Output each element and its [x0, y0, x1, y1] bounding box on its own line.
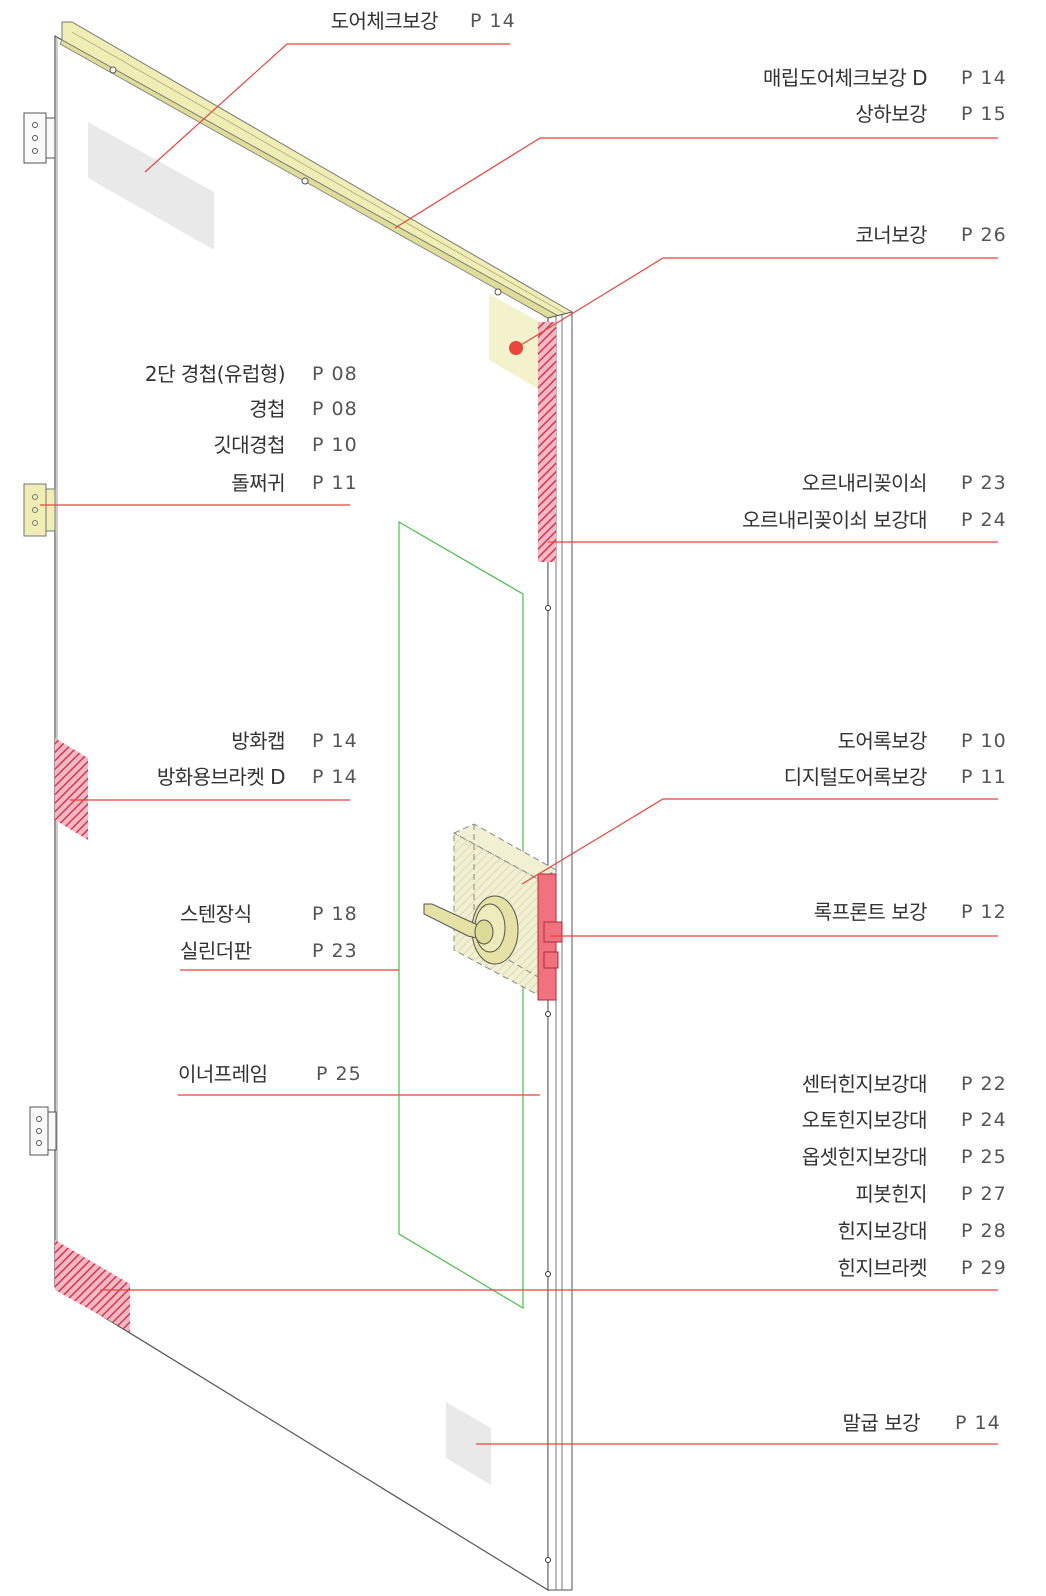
page-hinge: P 08 [312, 398, 358, 420]
page-flush-door-check: P 14 [961, 67, 1007, 89]
label-steel-deco: 스텐장식 [180, 902, 252, 926]
door-edge [547, 311, 573, 1591]
page-bending: P 14 [955, 1412, 1001, 1434]
label-offset-hinge: 옵셋힌지보강대 [801, 1145, 928, 1169]
label-digital-lock: 디지털도어록보강 [783, 765, 928, 789]
label-flush-bolt: 오르내리꽂이쇠 [801, 471, 928, 495]
page-steel-deco: P 18 [312, 903, 358, 925]
label-center-hinge: 센터힌지보강대 [801, 1072, 928, 1096]
label-auto-hinge: 오토힌지보강대 [801, 1108, 928, 1132]
label-hinge-2stage: 2단 경첩(유럽형) [144, 362, 286, 386]
label-hinge-reinforce: 힌지보강대 [837, 1219, 928, 1243]
inner-frame [398, 520, 524, 1310]
page-pivot-hinge: P 27 [961, 1183, 1007, 1205]
page-offset-hinge: P 25 [961, 1146, 1007, 1168]
page-top-bottom: P 15 [961, 103, 1007, 125]
bottom-gray-plate [446, 1402, 491, 1485]
label-flush-bolt-reinforce: 오르내리꽂이쇠 보강대 [742, 508, 927, 532]
page-fire-cap: P 14 [312, 730, 358, 752]
label-pivot-hinge: 피봇힌지 [855, 1182, 927, 1206]
page-flush-bolt: P 23 [961, 472, 1007, 494]
label-top-bottom: 상하보강 [855, 102, 927, 126]
fire-cap-reinforcement [55, 738, 88, 840]
page-hinge-2stage: P 08 [312, 363, 358, 385]
label-pintle: 돌쩌귀 [231, 471, 285, 495]
label-fire-bracket: 방화용브라켓 D [156, 765, 286, 789]
label-lock-front: 록프론트 보강 [813, 900, 928, 924]
page-auto-hinge: P 24 [961, 1109, 1007, 1131]
page-hinge-reinforce: P 28 [961, 1220, 1007, 1242]
bottom-hinge [29, 1106, 57, 1156]
page-cylinder-plate: P 23 [312, 940, 358, 962]
page-inner-frame: P 25 [316, 1063, 362, 1085]
label-inner-frame: 이너프레임 [178, 1062, 268, 1086]
page-door-check: P 14 [470, 10, 516, 32]
hinge-bracket-reinforcement [55, 1240, 130, 1332]
page-digital-lock: P 11 [961, 766, 1007, 788]
label-fire-cap: 방화캡 [231, 729, 285, 753]
page-pintle: P 11 [312, 472, 358, 494]
label-door-check: 도어체크보강 [330, 9, 439, 33]
lever-handle [423, 895, 519, 965]
top-hinge [23, 112, 56, 164]
label-door-lock: 도어록보강 [837, 729, 928, 753]
page-fire-bracket: P 14 [312, 766, 358, 788]
label-corner: 코너보강 [855, 223, 927, 247]
label-hinge: 경첩 [249, 397, 285, 421]
label-hinge-bracket: 힌지브라켓 [837, 1256, 928, 1280]
leader-lines [40, 43, 998, 1445]
label-flush-door-check: 매립도어체크보강 D [763, 66, 927, 90]
page-flush-bolt-reinforce: P 24 [961, 509, 1007, 531]
page-center-hinge: P 22 [961, 1073, 1007, 1095]
label-cylinder-plate: 실린더판 [180, 939, 252, 963]
lock-front-reinforcement [537, 873, 563, 1001]
page-door-lock: P 10 [961, 730, 1007, 752]
flush-bolt-reinforcement [538, 322, 556, 562]
label-bending: 말굽 보강 [842, 1411, 921, 1435]
page-corner: P 26 [961, 224, 1007, 246]
page-lock-front: P 12 [961, 901, 1007, 923]
label-flag-hinge: 깃대경첩 [213, 433, 285, 457]
page-flag-hinge: P 10 [312, 434, 358, 456]
top-gray-plate [88, 122, 214, 250]
middle-hinge [23, 483, 56, 537]
page-hinge-bracket: P 29 [961, 1257, 1007, 1279]
